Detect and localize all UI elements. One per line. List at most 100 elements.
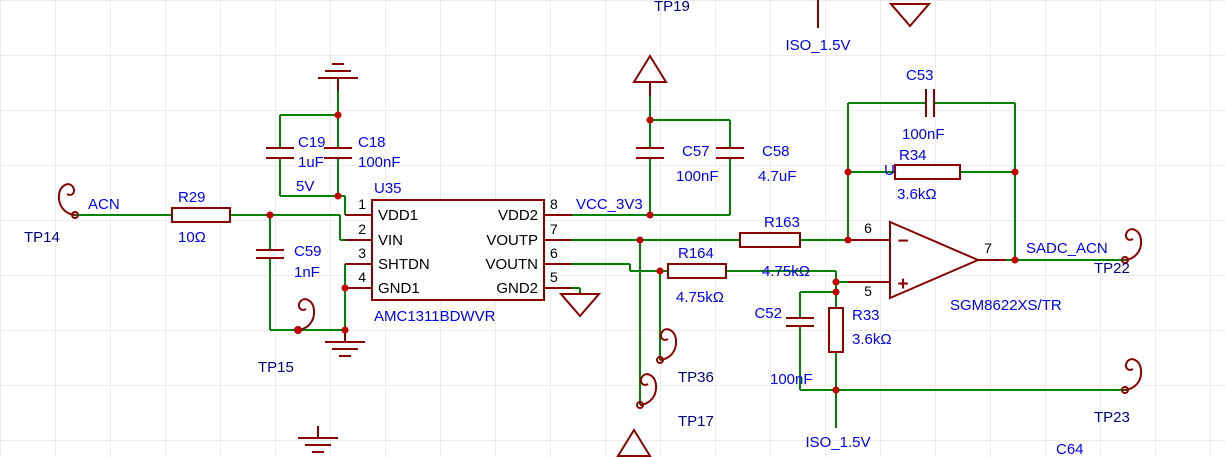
tp19-label[interactable]: TP19 [654,0,690,15]
ground-earth-icon[interactable] [317,63,359,91]
junction-dot [341,326,349,334]
tp17-label[interactable]: TP17 [678,413,714,430]
component-u37-opamp[interactable]: − + 6 5 7 U37.2 SGM8622XS/TR [848,162,1062,314]
component-c19[interactable]: C19 1uF [266,134,326,171]
sadc-acn-net-label[interactable]: SADC_ACN [1026,240,1108,257]
tp14-probe-icon[interactable] [57,183,79,219]
power-flag-icon[interactable] [617,429,651,457]
c58-ref-label[interactable]: C58 [762,143,790,160]
u35-pin-name: VDD2 [498,207,538,224]
iso-1v5-bottom-net-label[interactable]: ISO_1.5V [805,434,870,451]
ground-triangle-icon[interactable] [560,293,600,317]
junction-dot [656,267,664,275]
u35-ref-label[interactable]: U35 [374,180,402,197]
ground-earth-icon[interactable] [297,425,339,453]
v5-net-label[interactable]: 5V [296,178,314,195]
tp22-probe-icon[interactable] [1121,228,1143,264]
r33-value-label[interactable]: 3.6kΩ [852,331,892,348]
r34-body[interactable] [894,164,961,180]
u35-pin-name: GND2 [496,280,538,297]
u35-pin-number: 8 [550,196,558,212]
r33-body[interactable] [828,307,844,353]
tp36-label[interactable]: TP36 [678,369,714,386]
opamp-pin-number-output: 7 [984,240,992,256]
u35-pin-name: GND1 [378,280,420,297]
r34-value-label[interactable]: 3.6kΩ [897,186,937,203]
acn-net-label[interactable]: ACN [88,196,120,213]
r29-body[interactable] [171,207,231,223]
r164-ref-label[interactable]: R164 [678,245,714,262]
u35-pin-name: VOUTN [486,256,539,273]
c53-value-label[interactable]: 100nF [902,126,945,143]
component-c53[interactable]: C53 100nF [902,67,945,143]
u35-pin-number: 3 [358,245,366,261]
iso-1v5-top-net-label[interactable]: ISO_1.5V [785,37,850,54]
component-r34[interactable]: R34 3.6kΩ [894,147,961,203]
component-u35[interactable]: 1 2 3 4 VDD1 VIN SHTDN GND1 8 7 6 5 VDD2… [345,180,572,325]
ground-earth-icon[interactable] [324,329,366,357]
c57-ref-label[interactable]: C57 [682,143,710,160]
vcc-3v3-net-label[interactable]: VCC_3V3 [576,196,643,213]
ground-triangle-icon[interactable] [890,3,930,27]
r29-value-label[interactable]: 10Ω [178,229,206,246]
c19-value-label[interactable]: 1uF [298,154,324,171]
c57-value-label[interactable]: 100nF [676,168,719,185]
c59-value-label[interactable]: 1nF [294,264,320,281]
component-r164[interactable]: R164 4.75kΩ [667,245,727,306]
component-c52[interactable]: C52 100nF [754,305,814,388]
junction-dot [844,236,852,244]
tp23-label[interactable]: TP23 [1094,409,1130,426]
junction-dot [832,278,840,286]
opamp-triangle[interactable] [889,220,981,300]
r163-ref-label[interactable]: R163 [764,214,800,231]
u35-body[interactable] [371,199,545,301]
u35-pin-name: VDD1 [378,207,418,224]
component-c59[interactable]: C59 1nF [256,243,322,281]
component-r29[interactable]: R29 10Ω [171,189,231,246]
r34-ref-label[interactable]: R34 [899,147,927,164]
u35-pin-number: 7 [550,221,558,237]
tp14-label[interactable]: TP14 [24,229,60,246]
tp15-label[interactable]: TP15 [258,359,294,376]
u35-pin-number: 4 [358,269,366,285]
tp23-probe-icon[interactable] [1121,358,1143,394]
r164-value-label[interactable]: 4.75kΩ [676,289,724,306]
component-r33[interactable]: R33 3.6kΩ [828,307,892,353]
r163-body[interactable] [739,232,801,248]
u37-part-label[interactable]: SGM8622XS/TR [950,297,1062,314]
junction-dot [646,211,654,219]
r29-ref-label[interactable]: R29 [178,189,206,206]
c58-value-label[interactable]: 4.7uF [758,168,796,185]
junction-dot [832,386,840,394]
c52-value-label[interactable]: 100nF [770,371,813,388]
junction-dot [1011,168,1019,176]
component-c57[interactable]: C57 100nF [636,143,719,185]
c64-ref-label[interactable]: C64 [1056,441,1084,457]
component-r163[interactable]: R163 4.75kΩ [739,214,810,280]
u35-pin-name: VIN [378,232,403,249]
u35-part-label[interactable]: AMC1311BDWVR [374,308,496,325]
component-c18[interactable]: C18 100nF [324,134,401,171]
c53-ref-label[interactable]: C53 [906,67,934,84]
c52-ref-label[interactable]: C52 [754,305,782,322]
junction-dot [266,211,274,219]
u35-pin-number: 6 [550,245,558,261]
u35-pin-name: SHTDN [378,256,430,273]
r33-ref-label[interactable]: R33 [852,307,880,324]
junction-dot [646,116,654,124]
u35-pin-number: 1 [358,196,366,212]
tp22-label[interactable]: TP22 [1094,260,1130,277]
c18-ref-label[interactable]: C18 [358,134,386,151]
r164-body[interactable] [667,263,727,279]
c19-ref-label[interactable]: C19 [298,134,326,151]
opamp-noninverting-sign: + [897,274,908,295]
c18-value-label[interactable]: 100nF [358,154,401,171]
power-flag-icon[interactable] [633,55,667,83]
component-c58[interactable]: C58 4.7uF [716,143,796,185]
junction-dot [341,284,349,292]
c59-ref-label[interactable]: C59 [294,243,322,260]
opamp-inverting-sign: − [897,231,908,252]
r163-value-label[interactable]: 4.75kΩ [762,263,810,280]
